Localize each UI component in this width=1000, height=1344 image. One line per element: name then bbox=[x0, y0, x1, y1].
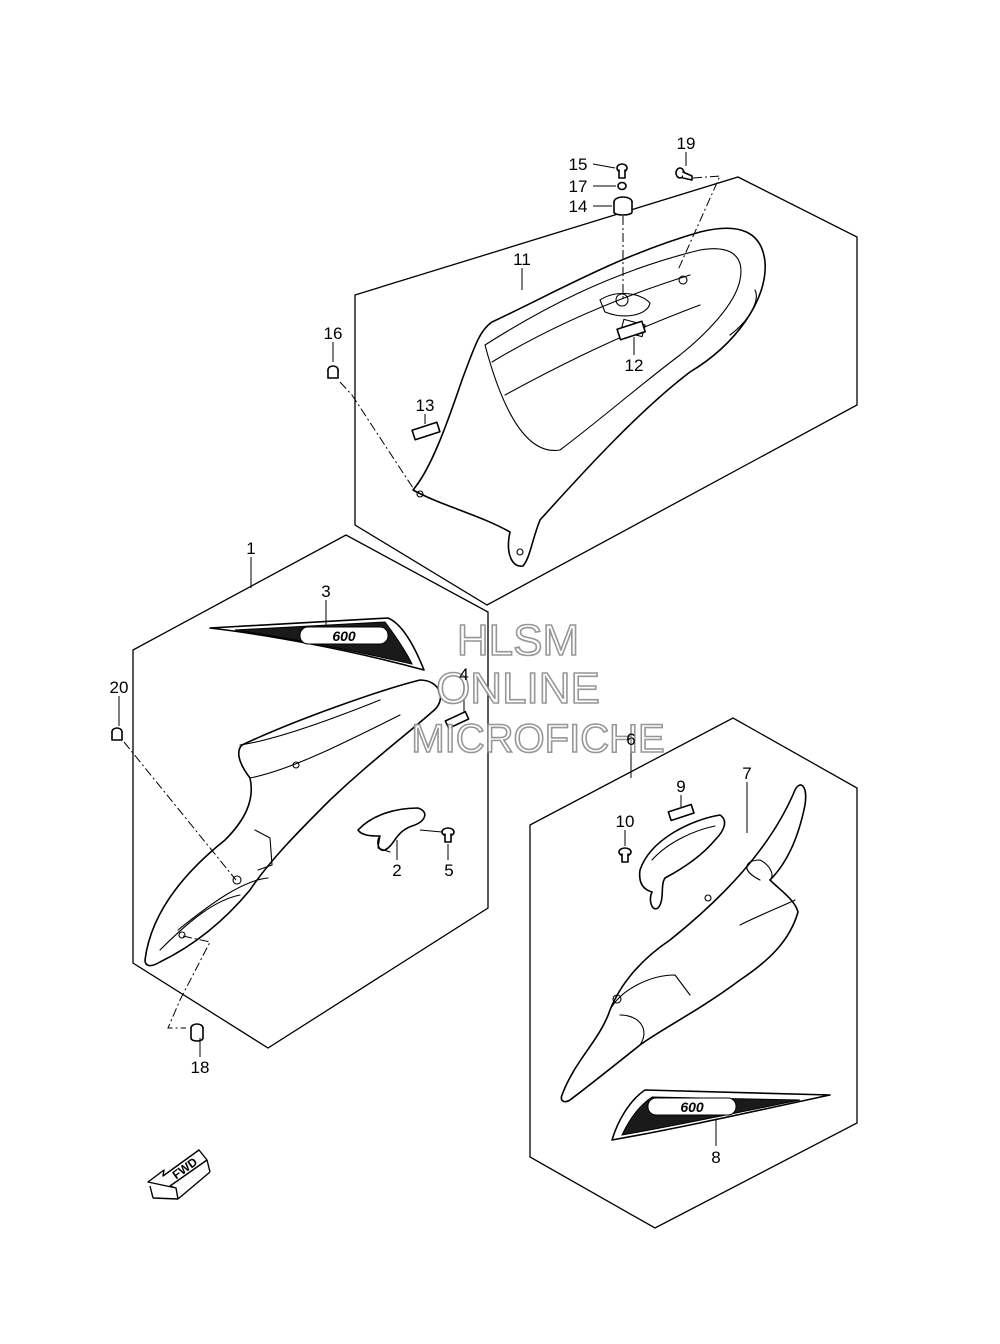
callout-13: 13 bbox=[416, 396, 435, 415]
callout-4: 4 bbox=[459, 665, 468, 684]
seat-label-13 bbox=[411, 421, 441, 441]
callout-14: 14 bbox=[569, 197, 588, 216]
callout-19: 19 bbox=[677, 134, 696, 153]
leader-5-screw bbox=[419, 829, 443, 833]
right-frame-cover bbox=[560, 784, 807, 1103]
callout-20: 20 bbox=[110, 678, 129, 697]
callout-5: 5 bbox=[444, 861, 453, 880]
callout-9: 9 bbox=[676, 777, 685, 796]
left-grommet-18 bbox=[190, 1023, 204, 1042]
callout-10: 10 bbox=[616, 812, 635, 831]
leader-lines bbox=[118, 152, 748, 1146]
seat-fastener-line-16 bbox=[339, 381, 414, 489]
right-decal-600: 600 bbox=[611, 1089, 831, 1141]
left-grommet-line-18 bbox=[167, 935, 211, 1029]
seat-hardware bbox=[327, 163, 693, 379]
right-label-9 bbox=[667, 803, 695, 822]
callout-15: 15 bbox=[569, 155, 588, 174]
callout-numbers: 1 2 3 4 5 6 7 8 9 10 11 12 13 14 15 16 1… bbox=[110, 134, 752, 1167]
callout-3: 3 bbox=[321, 582, 330, 601]
left-screw-5 bbox=[441, 827, 455, 843]
seat-label-12 bbox=[616, 320, 647, 341]
callout-1: 1 bbox=[246, 539, 255, 558]
callout-7: 7 bbox=[742, 764, 751, 783]
right-screw-10 bbox=[618, 847, 632, 863]
left-label-4 bbox=[444, 710, 470, 730]
callout-16: 16 bbox=[324, 324, 343, 343]
callout-18: 18 bbox=[191, 1058, 210, 1077]
fwd-arrow: FWD bbox=[147, 1149, 211, 1200]
left-fastener-20 bbox=[111, 727, 123, 741]
right-cover-group-frame bbox=[529, 717, 858, 1229]
right-decal-text: 600 bbox=[680, 1099, 704, 1115]
left-frame-cover bbox=[144, 679, 442, 967]
callout-8: 8 bbox=[711, 1148, 720, 1167]
callout-17: 17 bbox=[569, 177, 588, 196]
seat-tail-group-frame bbox=[354, 176, 858, 606]
callout-6: 6 bbox=[626, 730, 635, 749]
left-cover-group-frame bbox=[132, 534, 489, 1049]
watermark-line-1: HLSM bbox=[457, 616, 579, 665]
callout-11: 11 bbox=[513, 250, 531, 269]
left-fastener-line-20 bbox=[123, 741, 237, 881]
left-decal-text: 600 bbox=[332, 628, 356, 644]
seat-tail-cowl bbox=[412, 227, 766, 567]
callout-12: 12 bbox=[625, 356, 644, 375]
watermark: HLSM ONLINE MICROFICHE bbox=[411, 615, 666, 762]
left-bracket-2 bbox=[357, 807, 426, 853]
callout-2: 2 bbox=[392, 861, 401, 880]
watermark-line-3: MICROFICHE bbox=[411, 717, 664, 761]
left-decal-600: 600 bbox=[209, 617, 425, 671]
right-panel-7 bbox=[638, 814, 726, 910]
watermark-line-2: ONLINE bbox=[436, 664, 600, 713]
